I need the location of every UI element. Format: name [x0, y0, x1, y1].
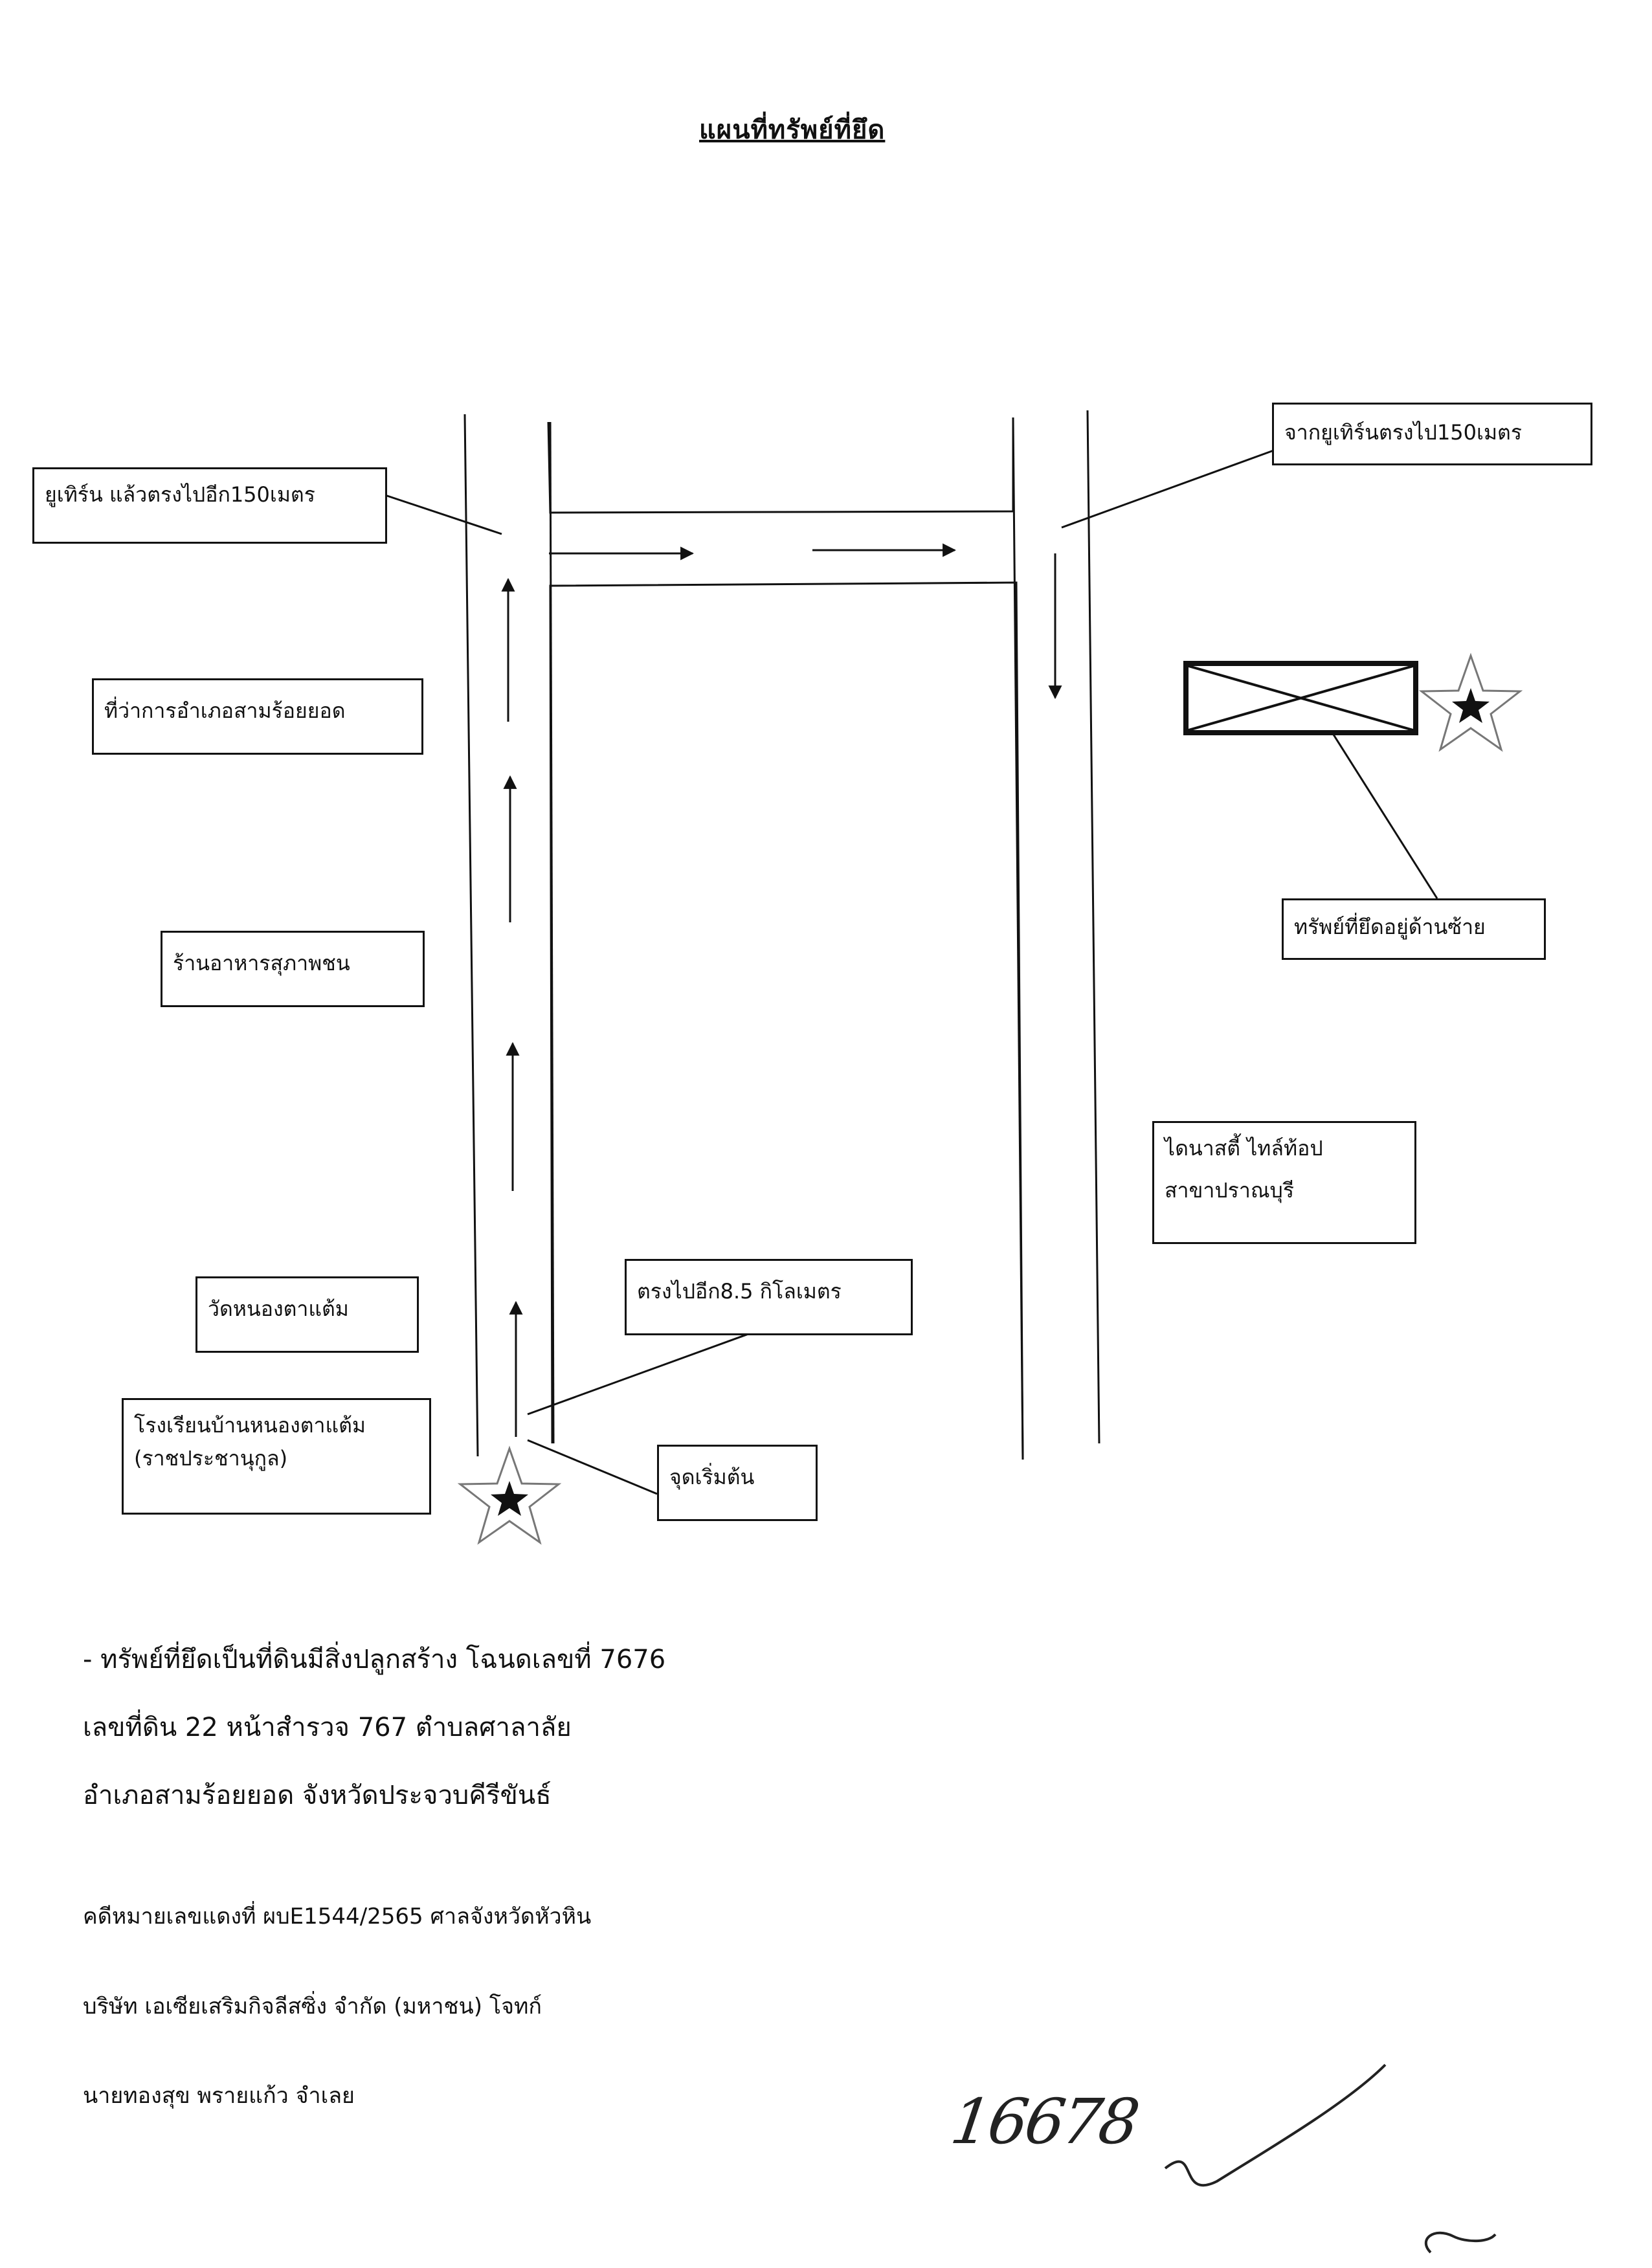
label-restaurant: ร้านอาหารสุภาพชน	[161, 931, 425, 1007]
label-text: ทรัพย์ที่ยึดอยู่ด้านซ้าย	[1294, 915, 1486, 939]
handwritten-mark	[1425, 2231, 1497, 2254]
handwritten-number: 16678	[946, 2085, 1142, 2158]
center-block-outline	[549, 581, 1024, 1460]
label-text-line1: โรงเรียนบ้านหนองตาแต้ม	[134, 1413, 366, 1438]
road-line-left-outer	[463, 414, 479, 1457]
leader-line-uturn-right	[1061, 449, 1276, 529]
label-start-point: จุดเริ่มต้น	[657, 1445, 818, 1521]
label-text-line1: ไดนาสตี้ ไทล์ท้อป	[1165, 1136, 1323, 1161]
label-straight: ตรงไปอีก8.5 กิโลเมตร	[625, 1259, 913, 1335]
label-text: ร้านอาหารสุภาพชน	[173, 951, 350, 975]
label-property-left: ทรัพย์ที่ยึดอยู่ด้านซ้าย	[1282, 898, 1546, 960]
defendant: นายทองสุข พรายแก้ว จำเลย	[83, 2083, 355, 2109]
label-text: ที่ว่าการอำเภอสามร้อยยอด	[104, 698, 346, 723]
label-text: วัดหนองตาแต้ม	[208, 1296, 349, 1321]
details-line3: อำเภอสามร้อยยอด จังหวัดประจวบคีรีขันธ์	[83, 1781, 552, 1810]
label-text-line2: (ราชประชานุกูล)	[134, 1446, 288, 1471]
details-line1: - ทรัพย์ที่ยึดเป็นที่ดินมีสิ่งปลูกสร้าง …	[83, 1645, 666, 1674]
leader-line-straight	[527, 1322, 777, 1416]
top-block-outline	[547, 417, 1014, 514]
label-temple: วัดหนองตาแต้ม	[195, 1276, 419, 1353]
plaintiff: บริษัท เอเซียเสริมกิจลีสซิ่ง จำกัด (มหาช…	[83, 1994, 542, 2019]
label-district-office: ที่ว่าการอำเภอสามร้อยยอด	[92, 678, 423, 755]
leader-line-property	[1332, 734, 1438, 899]
label-dynasty: ไดนาสตี้ ไทล์ท้อป สาขาปราณบุรี	[1152, 1121, 1416, 1244]
map-title: แผนที่ทรัพย์ที่ยึด	[699, 115, 886, 145]
road-line-right-outer	[1086, 410, 1100, 1444]
case-number: คดีหมายเลขแดงที่ ผบE1544/2565 ศาลจังหวัด…	[83, 1904, 592, 1929]
label-school: โรงเรียนบ้านหนองตาแต้ม (ราชประชานุกูล)	[122, 1398, 431, 1515]
signature-stroke	[1164, 2063, 1387, 2187]
label-text: ยูเทิร์น แล้วตรงไปอีก150เมตร	[45, 482, 315, 507]
label-uturn-right: จากยูเทิร์นตรงไป150เมตร	[1272, 403, 1592, 465]
label-text: จากยูเทิร์นตรงไป150เมตร	[1284, 420, 1523, 445]
leader-line-start	[527, 1439, 658, 1495]
label-text: จุดเริ่มต้น	[669, 1465, 755, 1489]
leader-line-uturn-left	[385, 494, 502, 535]
star-marker-icon	[457, 1445, 562, 1545]
label-text: ตรงไปอีก8.5 กิโลเมตร	[637, 1279, 842, 1304]
details-line2: เลขที่ดิน 22 หน้าสำรวจ 767 ตำบลศาลาลัย	[83, 1713, 572, 1742]
label-text-line2: สาขาปราณบุรี	[1165, 1178, 1294, 1203]
property-box-icon	[1183, 661, 1418, 735]
star-marker-icon	[1418, 652, 1523, 752]
label-uturn-left: ยูเทิร์น แล้วตรงไปอีก150เมตร	[32, 467, 387, 544]
